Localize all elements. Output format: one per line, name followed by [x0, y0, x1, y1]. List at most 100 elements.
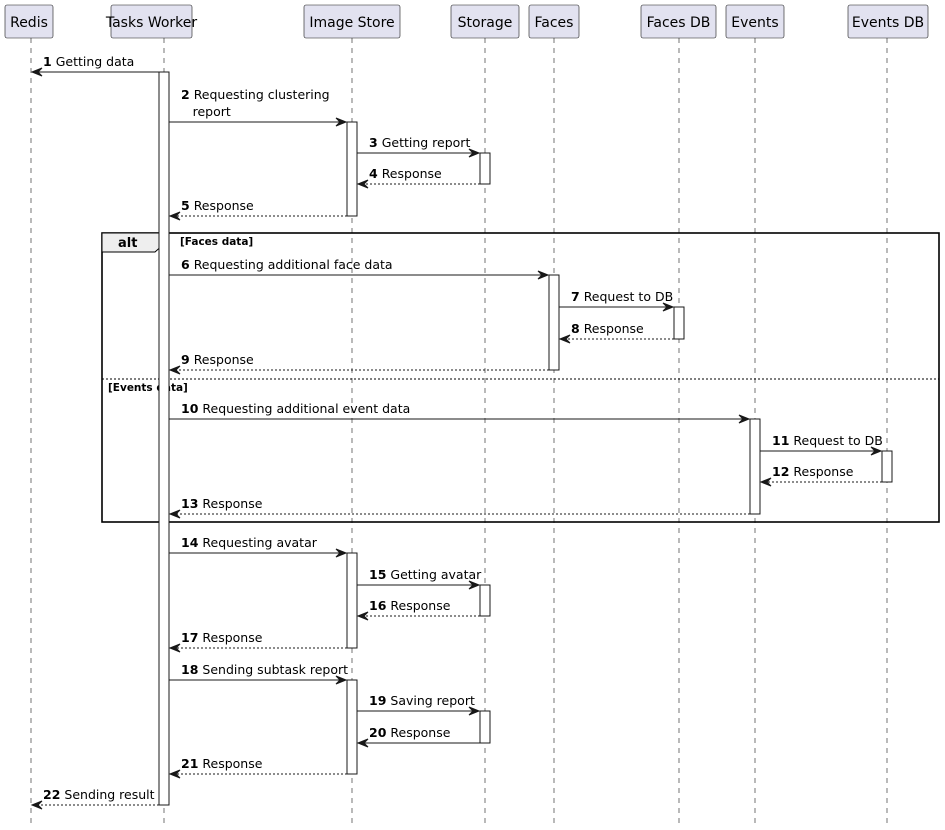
message-number: 16 [369, 598, 387, 613]
arrow-head-icon [468, 580, 481, 590]
arrow-head-icon [537, 270, 550, 280]
participant-events-db: Events DB [847, 4, 929, 39]
message-16: 16 Response [356, 598, 480, 621]
participant-redis: Redis [4, 4, 54, 39]
arrow-head-icon [335, 548, 348, 558]
activation-bar-storage [479, 152, 491, 185]
message-number: 21 [181, 756, 198, 771]
arrow-head-icon [870, 446, 883, 456]
message-label: Sending subtask report [202, 662, 348, 677]
activation-bar-image-store [346, 121, 358, 217]
message-number: 14 [181, 535, 199, 550]
participant-label: Faces DB [647, 15, 711, 31]
svg-text:5 Response: 5 Response [181, 198, 254, 213]
participant-image-store: Image Store [303, 4, 401, 39]
svg-text:10 Requesting additional event: 10 Requesting additional event data [181, 401, 410, 416]
svg-text:19 Saving report: 19 Saving report [369, 693, 475, 708]
svg-text:3 Getting report: 3 Getting report [369, 135, 470, 150]
message-label: Request to DB [584, 289, 673, 304]
message-21: 21 Response [168, 756, 347, 779]
message-number: 6 [181, 257, 190, 272]
message-5: 5 Response [168, 198, 347, 221]
activation-bar-events [749, 418, 761, 515]
participant-label: Tasks Worker [105, 15, 198, 31]
svg-text:21 Response: 21 Response [181, 756, 263, 771]
arrow-head-icon [558, 334, 571, 344]
svg-text:17 Response: 17 Response [181, 630, 263, 645]
message-label: Requesting avatar [202, 535, 317, 550]
message-number: 17 [181, 630, 198, 645]
message-number: 2 [181, 87, 190, 102]
arrow-head-icon [356, 738, 369, 748]
message-label: Response [202, 630, 262, 645]
svg-text:6 Requesting additional face d: 6 Requesting additional face data [181, 257, 393, 272]
message-label: Response [584, 321, 644, 336]
arrow-head-icon [662, 302, 675, 312]
svg-text:13 Response: 13 Response [181, 496, 263, 511]
svg-text:18 Sending subtask report: 18 Sending subtask report [181, 662, 348, 677]
activation-bar-storage [479, 584, 491, 617]
message-4: 4 Response [356, 166, 480, 189]
message-9: 9 Response [168, 352, 549, 375]
message-number: 18 [181, 662, 198, 677]
message-label: Getting data [56, 54, 135, 69]
message-number: 4 [369, 166, 378, 181]
message-12: 12 Response [759, 464, 882, 487]
message-11: 11 Request to DB [760, 433, 883, 456]
arrow-head-icon [168, 509, 181, 519]
arrow-head-icon [468, 706, 481, 716]
activation-bar-tasks-worker [158, 71, 170, 806]
message-number: 22 [43, 787, 60, 802]
message-10: 10 Requesting additional event data [169, 401, 751, 424]
activation-bar-faces-db [673, 306, 685, 340]
message-label: Getting avatar [390, 567, 482, 582]
message-7: 7 Request to DB [559, 289, 675, 312]
arrow-head-icon [168, 211, 181, 221]
message-label: Response [390, 725, 450, 740]
participant-tasks-worker: Tasks Worker [105, 4, 198, 39]
svg-text:9 Response: 9 Response [181, 352, 254, 367]
message-6: 6 Requesting additional face data [169, 257, 550, 280]
message-number: 11 [772, 433, 789, 448]
message-label: Response [194, 352, 254, 367]
message-label: Requesting additional face data [194, 257, 393, 272]
message-15: 15 Getting avatar [357, 567, 482, 590]
arrow-head-icon [356, 179, 369, 189]
arrow-head-icon [759, 477, 772, 487]
message-label: Getting report [382, 135, 471, 150]
message-label: Sending result [64, 787, 154, 802]
alt-guard-events: [Events data] [108, 382, 188, 394]
arrow-head-icon [30, 67, 43, 77]
participant-label: Events [731, 15, 778, 31]
svg-text:16 Response: 16 Response [369, 598, 451, 613]
message-number: 1 [43, 54, 52, 69]
svg-text:4 Response: 4 Response [369, 166, 442, 181]
message-number: 20 [369, 725, 387, 740]
message-label: Response [202, 496, 262, 511]
svg-text:14 Requesting avatar: 14 Requesting avatar [181, 535, 318, 550]
svg-text:22 Sending result: 22 Sending result [43, 787, 155, 802]
message-number: 9 [181, 352, 190, 367]
message-label: Response [202, 756, 262, 771]
activation-bar-storage [479, 710, 491, 744]
arrow-head-icon [468, 148, 481, 158]
arrow-head-icon [738, 414, 751, 424]
arrow-head-icon [168, 769, 181, 779]
message-label: Request to DB [793, 433, 882, 448]
message-number: 10 [181, 401, 199, 416]
participant-storage: Storage [450, 4, 520, 39]
message-19: 19 Saving report [357, 693, 481, 716]
svg-text:12 Response: 12 Response [772, 464, 854, 479]
participant-label: Image Store [309, 15, 394, 31]
message-label: Response [382, 166, 442, 181]
message-number: 15 [369, 567, 386, 582]
message-14: 14 Requesting avatar [169, 535, 348, 558]
message-label: Response [793, 464, 853, 479]
message-17: 17 Response [168, 630, 347, 653]
message-3: 3 Getting report [357, 135, 481, 158]
message-label: Requesting additional event data [202, 401, 410, 416]
message-number: 8 [571, 321, 580, 336]
participant-faces: Faces [528, 4, 580, 39]
